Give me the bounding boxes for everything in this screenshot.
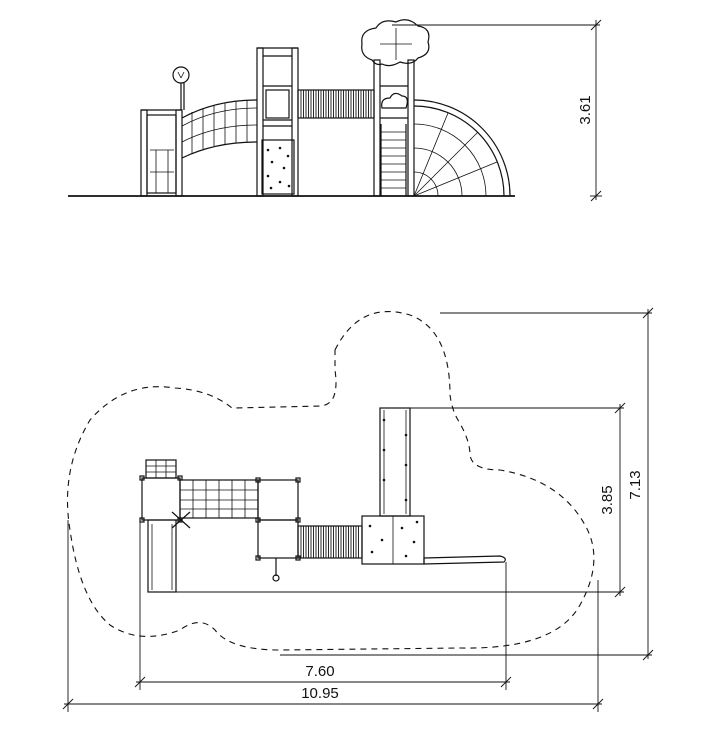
plan-dimensions: 3.85 7.13 7.60 10.95 xyxy=(62,307,654,712)
plan-outer-height-label: 7.13 xyxy=(627,470,644,499)
safety-zone-boundary xyxy=(66,311,595,651)
left-slide-tower xyxy=(140,109,183,197)
arched-net-bridge xyxy=(181,99,258,159)
lamp-post xyxy=(172,66,190,110)
plan-inner-height-label: 3.85 xyxy=(599,485,616,514)
plan-inner-width-label: 7.60 xyxy=(305,663,334,680)
elevation-view: 3.61 xyxy=(68,19,602,202)
elevation-height-dimension: 3.61 xyxy=(392,19,602,202)
plan-crawl-tube xyxy=(297,525,363,559)
left-tower-platform xyxy=(139,459,191,529)
elevation-height-label: 3.61 xyxy=(577,95,594,124)
web-climber xyxy=(413,99,511,197)
plan-web-climber xyxy=(423,555,506,565)
crawl-tube xyxy=(297,89,375,119)
plan-middle-tower xyxy=(255,477,301,582)
plan-outer-width-label: 10.95 xyxy=(301,685,339,702)
plan-view: 3.85 7.13 7.60 10.95 xyxy=(62,307,654,712)
middle-tower xyxy=(256,47,299,197)
ladder xyxy=(380,124,407,196)
plan-right-tower xyxy=(361,407,425,565)
plan-net-bridge xyxy=(179,479,259,519)
plan-slide xyxy=(147,519,177,593)
right-tower xyxy=(361,19,430,197)
